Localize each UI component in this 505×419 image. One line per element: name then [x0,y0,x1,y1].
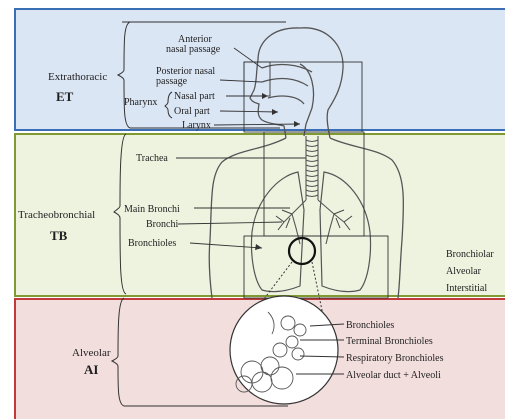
pharynx-brace [165,92,172,118]
inset-label-respiratory: Respiratory Bronchioles [346,353,444,364]
label-main-bronchi: Main Bronchi [124,204,180,215]
label-bronchi: Bronchi [146,219,178,230]
trachea-ring [306,150,318,152]
alveoli-inset [230,296,338,404]
trachea-ring [306,145,318,147]
tb-abbr: TB [50,228,68,243]
trachea-ring [306,175,318,177]
guide-boxes [244,62,388,298]
label-posterior-nasal-2: passage [156,76,188,87]
lungs-drawing [251,172,370,292]
trachea-ring [306,170,318,172]
et-name: Extrathoracic [48,71,107,83]
trachea-drawing [284,136,344,244]
trachea-ring [306,165,318,167]
leader-arrows [255,93,300,250]
label-nasal-part: Nasal part [174,91,215,102]
trachea-ring [306,140,318,142]
inset-label-bronchioles: Bronchioles [346,320,394,331]
label-larynx: Larynx [182,120,211,131]
inset-label-duct: Alveolar duct + Alveoli [346,370,441,381]
ai-name: Alveolar [72,347,111,359]
ai-abbr: AI [84,362,98,377]
label-bronchiolar: Bronchiolar [446,249,494,260]
et-abbr: ET [56,89,74,104]
trachea-ring [306,160,318,162]
trachea-ring [306,190,318,192]
label-alveolar: Alveolar [446,266,482,277]
bronchial-tree-left [276,210,292,230]
label-pharynx: Pharynx [124,97,157,108]
label-oral-part: Oral part [174,106,210,117]
tb-name: Tracheobronchial [18,209,95,221]
trachea-ring [306,180,318,182]
trachea-ring [306,185,318,187]
label-anterior-nasal-2: nasal passage [166,44,221,55]
label-interstitial: Interstitial [446,283,487,294]
bronchial-tree-right [334,210,352,230]
label-bronchioles: Bronchioles [128,238,176,249]
label-trachea: Trachea [136,153,168,164]
trachea-ring [306,155,318,157]
inset-label-terminal: Terminal Bronchioles [346,336,433,347]
trachea-ring [306,195,318,197]
